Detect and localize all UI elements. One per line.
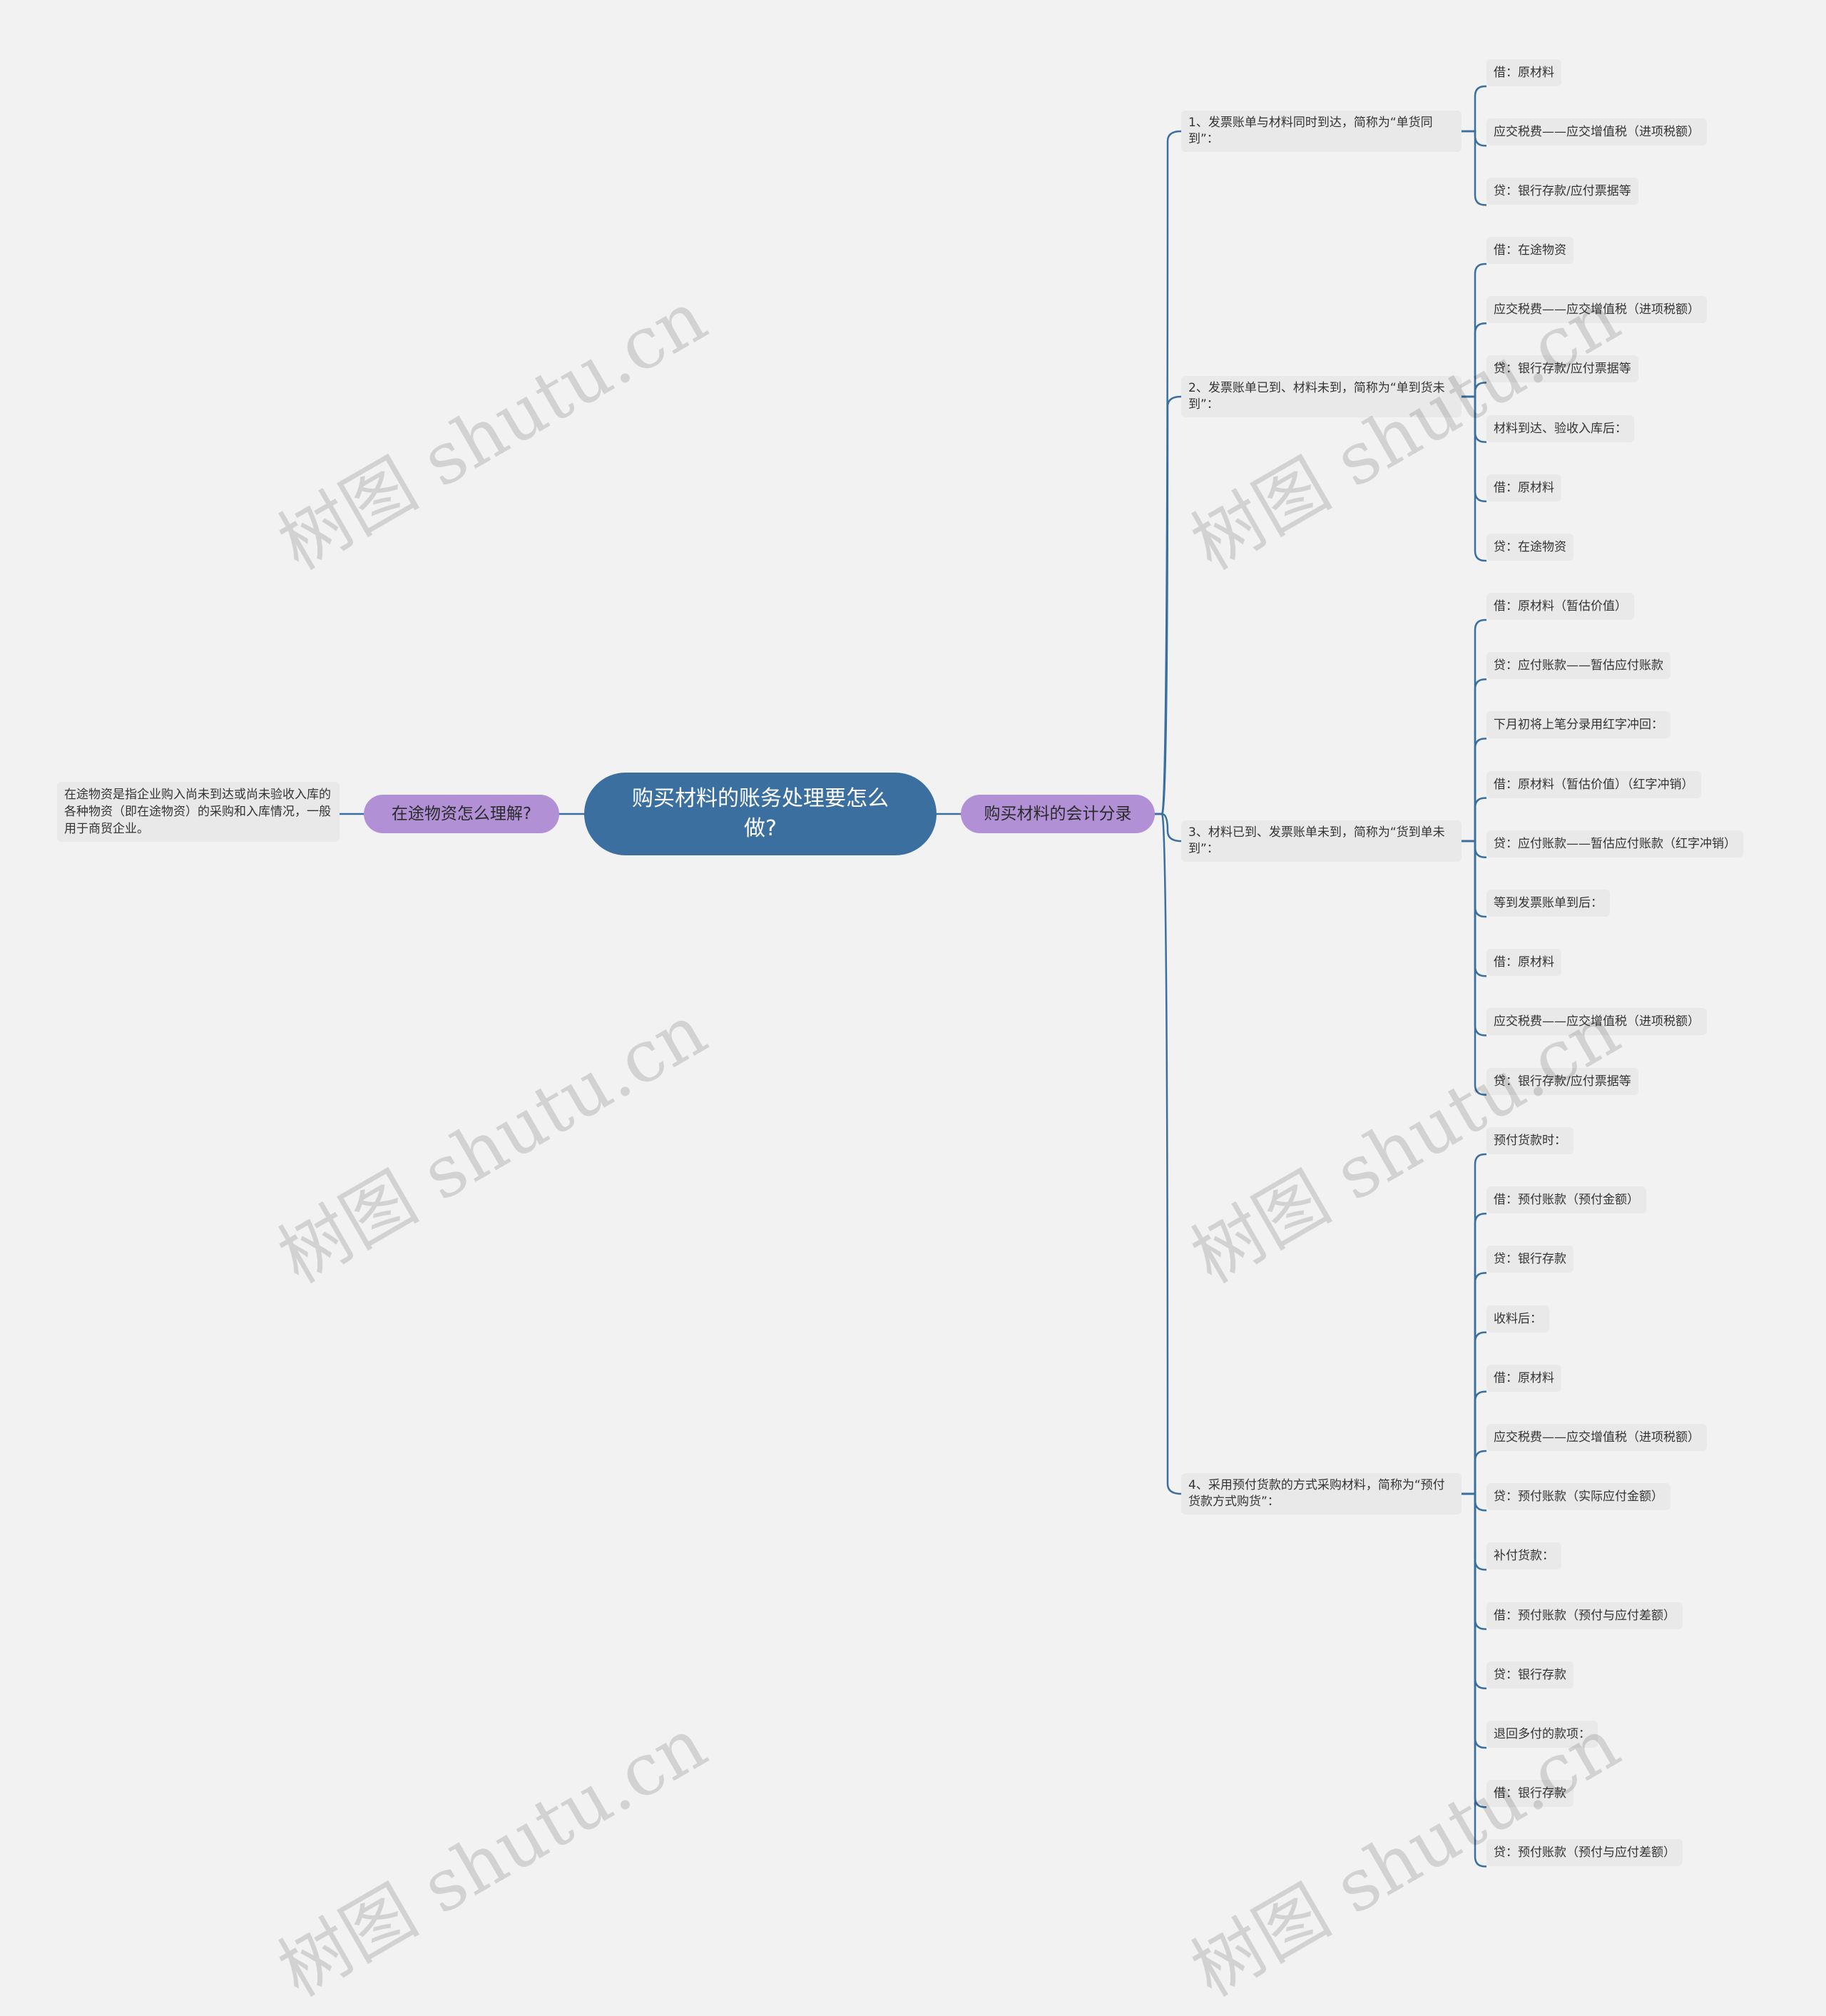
edge-leaf [1462, 1492, 1486, 1630]
entry-item[interactable]: 退回多付的款项： [1486, 1721, 1598, 1748]
edge-leaf [1462, 395, 1486, 562]
entry-item[interactable]: 借：预付账款（预付与应付差额） [1486, 1602, 1683, 1629]
entry-item[interactable]: 贷：在途物资 [1486, 534, 1573, 561]
edge-leaf [1462, 1492, 1486, 1808]
root-topic[interactable]: 购买材料的账务处理要怎么做? [584, 773, 937, 855]
edge-leaf [1462, 395, 1486, 443]
entry-item[interactable]: 借：银行存款 [1486, 1780, 1573, 1808]
group-yufu-huokuan[interactable]: 4、采用预付货款的方式采购材料，简称为“预付货款方式购货”： [1181, 1473, 1462, 1514]
entry-item[interactable]: 贷：银行存款/应付票据等 [1486, 178, 1638, 205]
entry-item[interactable]: 借：原材料 [1486, 59, 1561, 86]
edge-leaf [1462, 797, 1486, 842]
edge-leaf [1462, 840, 1486, 977]
entry-item[interactable]: 收料后： [1486, 1305, 1549, 1333]
entry-item[interactable]: 借：原材料 [1486, 474, 1561, 502]
edge-leaf [1462, 1450, 1486, 1495]
edge-leaf [1462, 738, 1486, 842]
edge-group [1155, 813, 1182, 842]
edge-leaf [1462, 1492, 1486, 1571]
edge-leaf [1462, 840, 1486, 1037]
zaitu-wuzi-description[interactable]: 在途物资是指企业购入尚未到达或尚未验收入库的各种物资（即在途物资）的采购和入库情… [57, 782, 340, 842]
entry-item[interactable]: 贷：应付账款——暂估应付账款（红字冲销） [1486, 830, 1743, 857]
edge-leaf [1462, 1492, 1486, 1690]
entry-item[interactable]: 贷：预付账款（预付与应付差额） [1486, 1839, 1683, 1867]
entry-item[interactable]: 等到发票账单到后： [1486, 890, 1610, 917]
edge-leaf [1462, 1331, 1486, 1495]
branch-zaitu-wuzi[interactable]: 在途物资怎么理解? [364, 795, 559, 833]
edge-leaf [1462, 618, 1486, 842]
entry-item[interactable]: 借：预付账款（预付金额） [1486, 1186, 1646, 1214]
entry-item[interactable]: 材料到达、验收入库后： [1486, 414, 1634, 442]
entry-item[interactable]: 预付货款时： [1486, 1127, 1573, 1154]
group-dan-huo-tong-dao[interactable]: 1、发票账单与材料同时到达，简称为“单货同到”： [1181, 111, 1462, 152]
entry-item[interactable]: 贷：预付账款（实际应付金额） [1486, 1483, 1671, 1511]
entry-item[interactable]: 应交税费——应交增值税（进项税额） [1486, 296, 1707, 324]
edge-leaf [1462, 1212, 1486, 1495]
entry-item[interactable]: 贷：银行存款/应付票据等 [1486, 355, 1638, 383]
edge-leaf [1462, 678, 1486, 842]
edge-leaf [1462, 263, 1486, 398]
entry-item[interactable]: 下月初将上笔分录用红字冲回： [1486, 711, 1671, 739]
edge-leaf [1462, 130, 1486, 147]
edge-leaf [1462, 1492, 1486, 1512]
edge-leaf [1462, 840, 1486, 918]
entry-item[interactable]: 应交税费——应交增值税（进项税额） [1486, 1008, 1707, 1036]
edge-leaf [1462, 130, 1486, 206]
edge-leaf [1462, 1492, 1486, 1749]
entry-item[interactable]: 贷：银行存款 [1486, 1246, 1573, 1273]
entry-item[interactable]: 贷：银行存款/应付票据等 [1486, 1067, 1638, 1095]
entry-item[interactable]: 借：在途物资 [1486, 237, 1573, 264]
edge-group [1155, 813, 1182, 1495]
group-huo-dao-dan-wei-dao[interactable]: 3、材料已到、发票账单未到，简称为“货到单未到”： [1181, 820, 1462, 862]
entry-item[interactable]: 应交税费——应交增值税（进项税额） [1486, 118, 1707, 146]
entry-item[interactable]: 借：原材料（暂估价值）（红字冲销） [1486, 770, 1701, 798]
entry-item[interactable]: 借：原材料（暂估价值） [1486, 593, 1634, 620]
entry-item[interactable]: 贷：银行存款 [1486, 1661, 1573, 1689]
entry-item[interactable]: 补付货款： [1486, 1542, 1561, 1570]
edge-leaf [1462, 1272, 1486, 1495]
group-dan-dao-huo-wei-dao[interactable]: 2、发票账单已到、材料未到，简称为“单到货未到”： [1181, 376, 1462, 417]
connector-lines [340, 85, 1486, 1868]
edge-leaf [1462, 840, 1486, 1096]
edge-leaf [1462, 382, 1486, 398]
edge-leaf [1462, 840, 1486, 859]
edge-leaf [1462, 1390, 1486, 1495]
edge-leaf [1462, 1153, 1486, 1495]
entry-item[interactable]: 借：原材料 [1486, 949, 1561, 977]
edge-leaf [1462, 1492, 1486, 1868]
edge-leaf [1462, 395, 1486, 503]
branch-kuaiji-fenlu[interactable]: 购买材料的会计分录 [961, 795, 1155, 833]
edge-leaf [1462, 322, 1486, 398]
entry-item[interactable]: 应交税费——应交增值税（进项税额） [1486, 1424, 1707, 1451]
edge-group [1155, 395, 1182, 815]
root-title: 购买材料的账务处理要怎么做? [632, 786, 889, 841]
entry-item[interactable]: 借：原材料 [1486, 1364, 1561, 1392]
edge-leaf [1462, 85, 1486, 133]
entry-item[interactable]: 贷：应付账款——暂估应付账款 [1486, 652, 1671, 680]
